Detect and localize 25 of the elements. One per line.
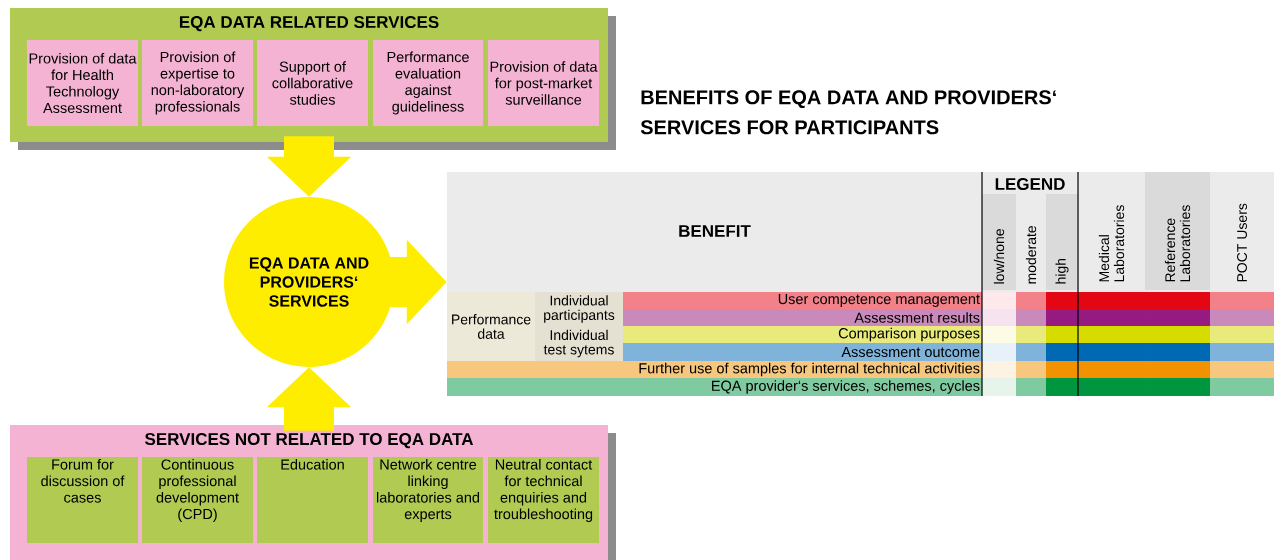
service-box: Support of collaborative studies [257,40,368,126]
service-box: Provision of expertise to non-laboratory professionals [142,40,253,126]
diagram-title: BENEFITS OF EQA DATA AND PROVIDERS‘ SERVICES FOR PARTICIPANTS [640,90,1056,135]
benefit-cell: User competence management [623,292,982,309]
column-heading: Reference Laboratories [1145,172,1210,290]
service-box: Continuous professional development (CPD) [142,457,253,543]
legend-heading: LEGEND [982,172,1078,194]
legend-label: moderate [1016,194,1046,290]
benefit-cell: Assessment results [623,309,982,326]
legend-label: low/none [982,194,1016,290]
benefit-cell: Assessment outcome [623,343,982,361]
row-heading: Individual participants [535,292,623,326]
service-box: Network centre linking laboratories and experts [373,457,483,543]
benefit-cell: EQA provider‘s services, schemes, cycles [447,378,982,396]
service-box: Provision of data for post-market surveillance [488,40,599,126]
benefit-cell: Further use of samples for internal technical activities [447,361,982,378]
legend-label: high [1046,194,1078,290]
service-box: Education [257,457,368,543]
service-box: Provision of data for Health Technology Assessment [27,40,138,126]
service-box: Neutral contact for technical enquiries and troubleshooting [488,457,599,543]
row-heading: Individual test sytems [535,326,623,361]
service-box: Performance evaluation against guideliness [373,40,483,126]
row-heading: Performance data [447,292,535,361]
benefit-cell: Comparison purposes [623,326,982,343]
service-box: Forum for discussion of cases [27,457,138,543]
